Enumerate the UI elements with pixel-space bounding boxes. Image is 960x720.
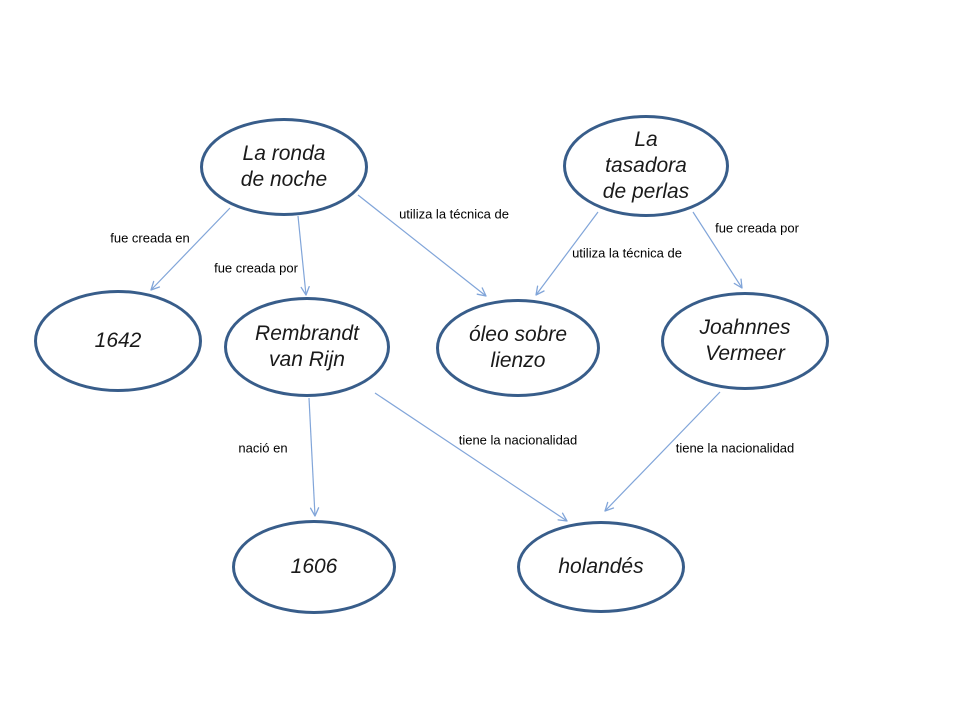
- node-label: La ronda de noche: [240, 142, 328, 191]
- node-label: óleo sobre lienzo: [468, 323, 568, 372]
- node-rembrandt-van-rijn[interactable]: Rembrandt van Rijn: [224, 297, 390, 397]
- edge-label-la-tasadora-de-perlas-to-oleo-sobre-lienzo: utiliza la técnica de: [572, 245, 682, 261]
- node-label: Rembrandt van Rijn: [255, 322, 359, 371]
- edge-label-la-ronda-de-noche-to-rembrandt-van-rijn: fue creada por: [214, 260, 298, 276]
- node-la-ronda-de-noche[interactable]: La ronda de noche: [200, 118, 368, 216]
- edge-la-tasadora-de-perlas-to-oleo-sobre-lienzo: [535, 211, 599, 296]
- edge-label-joahnnes-vermeer-to-holandes: tiene la nacionalidad: [675, 440, 795, 456]
- node-label: La tasadora de perlas: [602, 128, 690, 203]
- edge-rembrandt-van-rijn-to-1606: [308, 397, 320, 517]
- edge-label-rembrandt-van-rijn-to-holandes: tiene la nacionalidad: [458, 432, 578, 448]
- edge-label-rembrandt-van-rijn-to-1606: nació en: [238, 440, 288, 456]
- edge-rembrandt-van-rijn-to-holandes: [374, 392, 568, 522]
- node-1606[interactable]: 1606: [232, 520, 396, 614]
- node-label: Joahnnes Vermeer: [699, 316, 791, 365]
- node-label: 1606: [290, 555, 338, 578]
- edge-la-ronda-de-noche-to-oleo-sobre-lienzo: [357, 194, 487, 297]
- edge-label-la-ronda-de-noche-to-1642: fue creada en: [110, 230, 190, 246]
- node-label: holandés: [558, 555, 644, 578]
- node-la-tasadora-de-perlas[interactable]: La tasadora de perlas: [563, 115, 729, 217]
- edge-la-ronda-de-noche-to-rembrandt-van-rijn: [297, 215, 310, 296]
- edge-label-la-tasadora-de-perlas-to-joahnnes-vermeer: fue creada por: [715, 220, 799, 236]
- edge-la-ronda-de-noche-to-1642: [150, 207, 231, 291]
- node-holandes[interactable]: holandés: [517, 521, 685, 613]
- edge-label-la-ronda-de-noche-to-oleo-sobre-lienzo: utiliza la técnica de: [399, 206, 509, 222]
- edge-la-tasadora-de-perlas-to-joahnnes-vermeer: [692, 211, 743, 289]
- edge-joahnnes-vermeer-to-holandes: [604, 391, 721, 512]
- node-1642[interactable]: 1642: [34, 290, 202, 392]
- node-joahnnes-vermeer[interactable]: Joahnnes Vermeer: [661, 292, 829, 390]
- node-oleo-sobre-lienzo[interactable]: óleo sobre lienzo: [436, 299, 600, 397]
- node-label: 1642: [94, 329, 142, 352]
